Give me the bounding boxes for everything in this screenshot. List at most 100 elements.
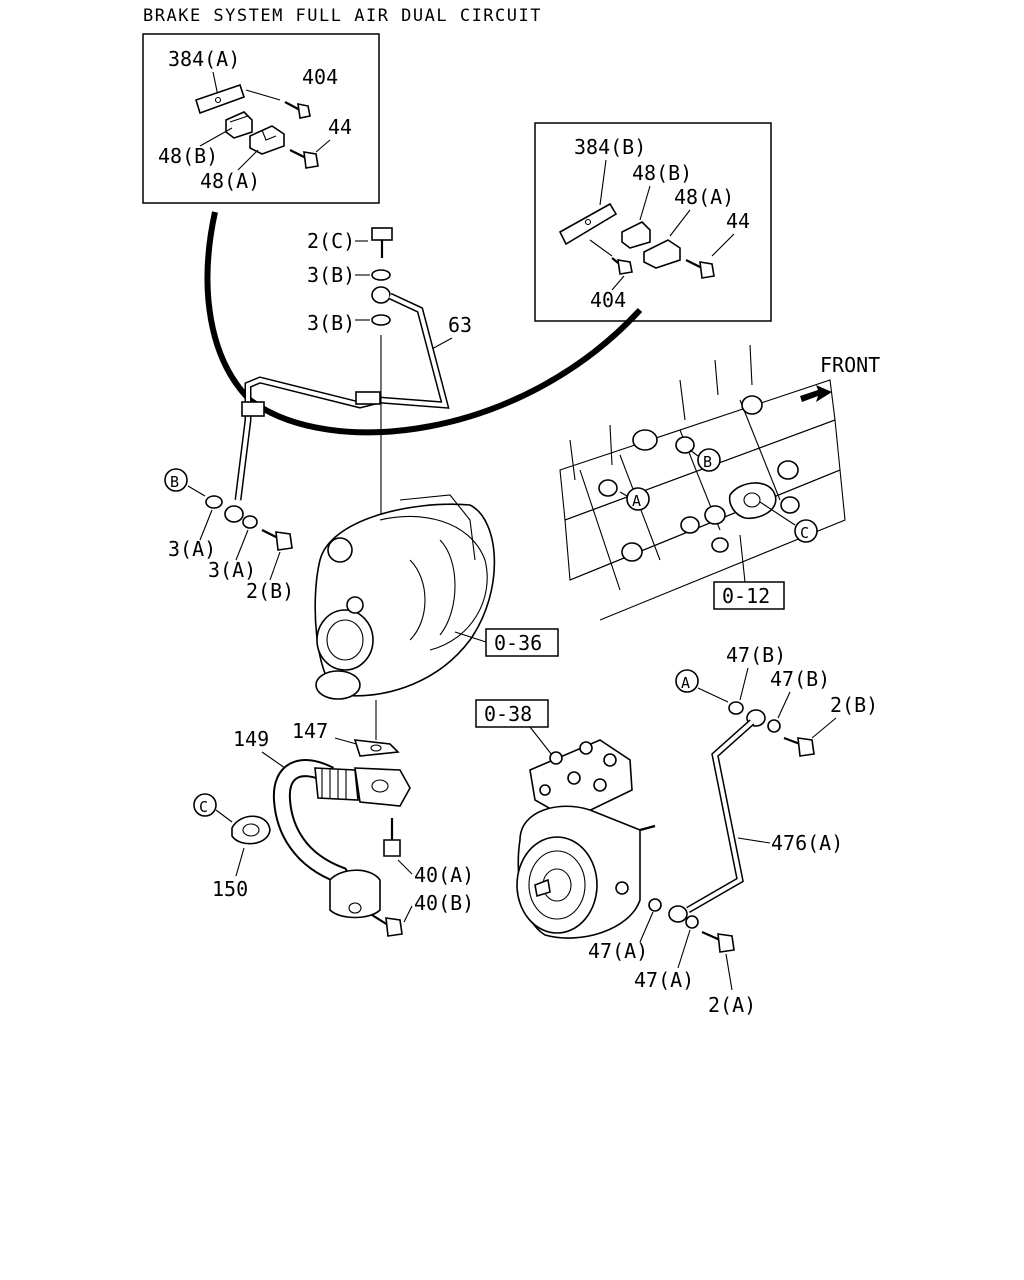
label-149: 149	[233, 727, 269, 751]
callout-b-left	[164, 468, 188, 492]
banjo-fitting-476a-bottom	[668, 905, 688, 923]
clip-pipe-63	[241, 401, 265, 417]
banjo-fitting-lower	[224, 505, 244, 523]
bolt-2b-right	[783, 736, 815, 757]
callout-a-right	[675, 669, 699, 693]
inset-left: 384(A) 404 44 48(B) 48(A)	[142, 33, 380, 204]
callout-c-engine-text: C	[800, 524, 809, 542]
clamp-48b-left	[225, 111, 253, 139]
gasket-147	[353, 739, 400, 757]
turbocharger: 0-36	[314, 494, 559, 740]
inset-left-label-48a: 48(A)	[200, 169, 260, 193]
label-147: 147	[292, 719, 328, 743]
clamp-48b-right	[621, 221, 651, 249]
inset-left-label-384a: 384(A)	[168, 47, 240, 71]
label-2b-right: 2(B)	[830, 693, 878, 717]
ref-0-36: 0-36	[494, 631, 542, 655]
ref-box-0-38	[475, 699, 549, 728]
flange-149	[354, 767, 411, 807]
engine-block: A B C 0-12	[559, 344, 846, 621]
diagram-title: BRAKE SYSTEM FULL AIR DUAL CIRCUIT	[143, 6, 542, 26]
callout-a-engine	[626, 487, 650, 511]
callout-c-left	[193, 793, 217, 817]
inset-right: 384(B) 48(B) 48(A) 44 404	[534, 122, 772, 322]
callout-b-engine	[697, 448, 721, 472]
inset-right-label-48a: 48(A)	[674, 185, 734, 209]
pipe-149-assembly: 149 147 C 150 40(A) 40(B)	[193, 719, 474, 937]
bolt-44-left	[289, 149, 319, 169]
ref-box-0-36	[485, 628, 559, 657]
bolt-2c	[371, 227, 393, 258]
flex-hose-149	[314, 767, 359, 801]
compressor-mount-flange	[728, 482, 777, 520]
pipe-63-assembly: 2(C) 3(B) 3(B) 63 B 3(A) 3(A	[164, 227, 472, 603]
washer-3b-upper	[371, 269, 391, 281]
bolt-2b-left	[261, 529, 293, 551]
label-2b-left: 2(B)	[246, 579, 294, 603]
callout-b-engine-text: B	[703, 453, 712, 471]
label-63: 63	[448, 313, 472, 337]
bolt-40a	[383, 818, 401, 857]
label-40a: 40(A)	[414, 863, 474, 887]
label-47a-1: 47(A)	[588, 939, 648, 963]
turbo-outlet	[315, 670, 361, 700]
clamp-48a-right	[643, 239, 681, 269]
bolt-2a	[701, 930, 735, 953]
turbo-inlet	[316, 609, 374, 671]
bolt-404-left	[284, 101, 311, 119]
ref-box-0-12	[713, 581, 785, 610]
gasket-150	[231, 815, 271, 845]
inset-right-label-48b: 48(B)	[632, 161, 692, 185]
compressor-drive-shaft	[534, 878, 551, 898]
callout-c-engine	[794, 519, 818, 543]
pipe-476a	[687, 720, 754, 912]
air-compressor: 0-38	[475, 699, 656, 939]
front-direction-label: FRONT	[820, 353, 880, 377]
inset-left-frame	[142, 33, 380, 204]
turbo-actuator	[327, 537, 353, 563]
washer-47b-1	[728, 701, 744, 715]
pipe-476a-assembly: A 47(B) 47(B) 2(B) 476(A) 47(A) 47(A) 2(…	[588, 643, 878, 1017]
callout-c-left-text: C	[199, 798, 208, 816]
inset-right-label-384b: 384(B)	[574, 135, 646, 159]
washer-3a-2	[242, 515, 258, 529]
label-2c: 2(C)	[307, 229, 355, 253]
elbow-149	[329, 869, 381, 919]
label-3b-upper: 3(B)	[307, 263, 355, 287]
clip-pipe-63-b	[355, 391, 381, 405]
washer-3b-lower	[371, 314, 391, 326]
label-47b-2: 47(B)	[770, 667, 830, 691]
label-40b: 40(B)	[414, 891, 474, 915]
callout-b-left-text: B	[170, 473, 179, 491]
label-3b-lower: 3(B)	[307, 311, 355, 335]
banjo-fitting	[371, 286, 391, 304]
label-150: 150	[212, 877, 248, 901]
inset-right-frame	[534, 122, 772, 322]
washer-47a-1	[648, 898, 662, 912]
ref-0-38: 0-38	[484, 702, 532, 726]
inset-left-label-44: 44	[328, 115, 352, 139]
washer-3a-1	[205, 495, 223, 509]
callout-a-right-text: A	[681, 674, 690, 692]
label-476a: 476(A)	[771, 831, 843, 855]
front-arrow-icon	[800, 385, 832, 402]
pipe-routing-arc	[204, 211, 643, 436]
inset-right-label-44: 44	[726, 209, 750, 233]
ref-0-12: 0-12	[722, 584, 770, 608]
inset-left-label-48b: 48(B)	[158, 144, 218, 168]
bolt-40b	[371, 914, 403, 937]
callout-a-engine-text: A	[632, 492, 641, 510]
label-2a: 2(A)	[708, 993, 756, 1017]
bolt-44-right	[685, 259, 715, 279]
washer-47a-2	[685, 915, 699, 929]
label-47b-1: 47(B)	[726, 643, 786, 667]
inset-left-label-404: 404	[302, 65, 338, 89]
label-47a-2: 47(A)	[634, 968, 694, 992]
label-3a-2: 3(A)	[208, 558, 256, 582]
pipe-149	[274, 761, 356, 894]
label-3a-1: 3(A)	[168, 537, 216, 561]
inset-right-label-404: 404	[590, 288, 626, 312]
washer-47b-2	[767, 719, 781, 733]
